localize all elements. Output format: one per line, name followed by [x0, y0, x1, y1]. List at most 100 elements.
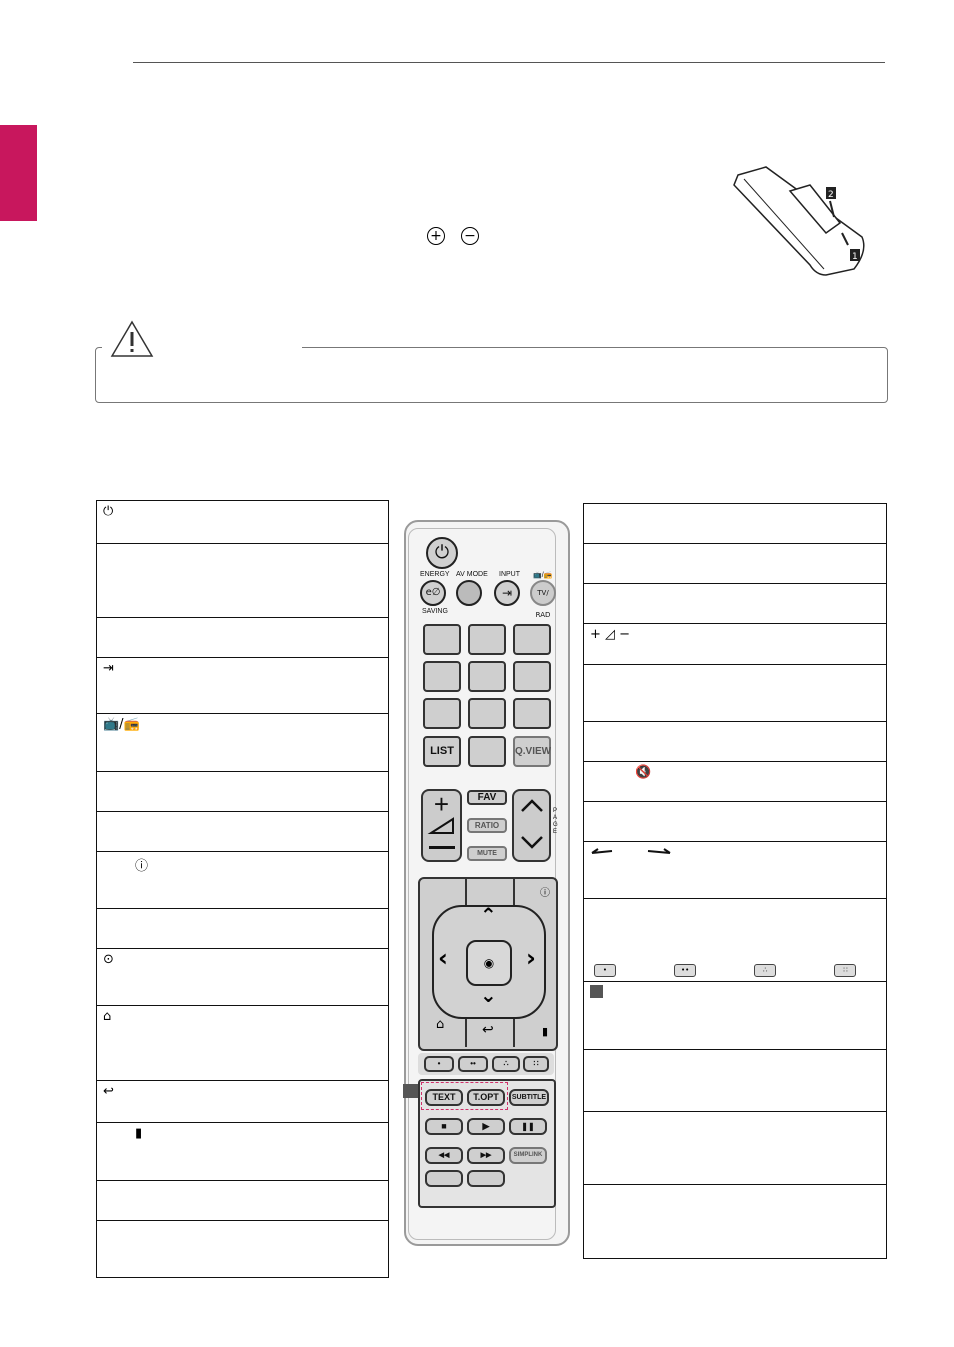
remote-ok-button[interactable]: ◉ — [466, 940, 512, 986]
caution-header-gap — [102, 342, 302, 354]
row-home: ⌂ — [96, 1005, 389, 1081]
volume-symbols: + ◿ − — [590, 627, 631, 642]
tv-rad-icon: 📺/📻 — [103, 717, 140, 732]
row-input: ⇥ — [96, 657, 389, 714]
remote-mute-button[interactable]: MUTE — [467, 846, 507, 861]
remote-back-button[interactable]: ↩ — [482, 1022, 494, 1038]
input-icon: ⇥ — [103, 661, 114, 676]
row-navigation — [96, 1180, 389, 1221]
battery-minus-symbol: − — [461, 227, 479, 245]
remote-q-view-button[interactable]: Q.VIEW — [513, 736, 551, 767]
remote-t-opt-button[interactable]: T.OPT — [467, 1089, 505, 1106]
warning-triangle-icon — [110, 320, 154, 357]
remote-subtitle-button[interactable]: SUBTITLE — [509, 1089, 549, 1106]
remote-number-button-6[interactable] — [513, 661, 551, 692]
remote-input-label: INPUT — [499, 571, 520, 578]
row-simplink — [583, 801, 887, 842]
step-1-label: 1 — [852, 252, 858, 262]
q-menu-icon: ⊙ — [103, 952, 114, 967]
teletext-marker — [403, 1084, 418, 1098]
remote-color-button-4[interactable]: ∷ — [523, 1056, 549, 1072]
remote-number-button-7[interactable] — [423, 698, 461, 729]
caution-box — [95, 347, 888, 403]
step-2-marker — [826, 187, 836, 199]
remote-number-button-2[interactable] — [468, 624, 506, 655]
remote-right-arrow[interactable]: › — [526, 944, 536, 972]
remote-number-button-4[interactable] — [423, 661, 461, 692]
remote-color-button-2[interactable]: •• — [458, 1056, 488, 1072]
battery-plus-symbol: + — [427, 227, 445, 245]
remote-list-button[interactable]: LIST — [423, 736, 461, 767]
remote-tv-rad-top-label: 📺/📻 — [533, 572, 553, 579]
nav-divider-bottom-right — [513, 1017, 515, 1047]
row-ratio — [583, 583, 887, 624]
remote-av-mode-button[interactable] — [456, 580, 482, 606]
teletext-marker-icon — [590, 985, 603, 998]
back-icon: ↩ — [103, 1084, 114, 1099]
page-arrow-icons — [591, 848, 671, 854]
color-button-4-icon: ∷ — [834, 964, 857, 977]
remote-down-arrow[interactable]: ⌄ — [480, 983, 497, 1007]
remote-extra-button-1[interactable] — [425, 1170, 463, 1187]
remote-programme-rocker[interactable] — [512, 789, 551, 862]
row-fav — [583, 543, 887, 584]
remote-power-button[interactable]: ⏻ — [426, 537, 458, 569]
remote-tv-rad-button[interactable]: TV/ RAD — [530, 580, 556, 619]
remote-number-button-0[interactable] — [468, 736, 506, 767]
remote-simplink-button[interactable]: SIMPLINK — [509, 1147, 547, 1164]
row-q-menu: ⊙ — [96, 948, 389, 1006]
remote-number-button-5[interactable] — [468, 661, 506, 692]
color-button-3-icon: ∴ — [754, 964, 777, 977]
row-back: ↩ — [96, 1080, 389, 1123]
remote-number-button-3[interactable] — [513, 624, 551, 655]
remote-number-button-8[interactable] — [468, 698, 506, 729]
remote-color-button-3[interactable]: ∴ — [492, 1056, 520, 1072]
right-function-table: + ◿ − 🔇 • •• ∴ ∷ — [583, 503, 887, 1259]
programme-arrows-icon — [520, 799, 543, 849]
remote-exit-button[interactable]: ▮ — [542, 1025, 549, 1038]
row-page — [583, 664, 887, 722]
mute-icon: 🔇 — [635, 765, 652, 780]
remote-rewind-button[interactable]: ◀◀ — [425, 1147, 463, 1164]
color-button-1-icon: • — [594, 964, 616, 977]
remote-pause-button[interactable]: ❚❚ — [509, 1118, 547, 1135]
remote-number-button-1[interactable] — [423, 624, 461, 655]
volume-up-icon: + — [433, 789, 450, 819]
battery-cover-illustration: 2 1 — [733, 166, 865, 276]
remote-extra-button-2[interactable] — [467, 1170, 505, 1187]
row-tv-rad: 📺/📻 — [96, 713, 389, 772]
teletext-highlight-box — [421, 1082, 508, 1110]
row-subtitle — [583, 1111, 887, 1185]
language-side-tab — [0, 125, 37, 221]
remote-volume-rocker[interactable]: + — [421, 789, 462, 862]
row-page-arrows — [583, 841, 887, 899]
row-volume: + ◿ − — [583, 623, 887, 665]
remote-text-button[interactable]: TEXT — [425, 1089, 463, 1106]
remote-fav-button[interactable]: FAV — [467, 790, 507, 805]
header-rule — [133, 62, 885, 63]
remote-info-button[interactable]: ⓘ — [540, 888, 550, 899]
remote-number-button-9[interactable] — [513, 698, 551, 729]
remote-saving-label: SAVING — [422, 608, 448, 615]
row-settings — [96, 908, 389, 949]
remote-home-button[interactable]: ⌂ — [436, 1017, 445, 1032]
nav-divider-bottom-left — [465, 1017, 467, 1047]
row-number-buttons — [96, 771, 389, 812]
color-button-legend: • •• ∴ ∷ — [590, 963, 880, 978]
row-teletext — [583, 981, 887, 1050]
nav-divider-top-left — [465, 877, 467, 907]
remote-play-button[interactable]: ▶ — [467, 1118, 505, 1135]
volume-down-icon — [428, 846, 455, 849]
row-playback — [583, 1184, 887, 1259]
remote-fast-forward-button[interactable]: ▶▶ — [467, 1147, 505, 1164]
remote-color-button-1[interactable]: • — [424, 1056, 454, 1072]
remote-ratio-button[interactable]: RATIO — [467, 818, 507, 833]
exit-icon: ▮ — [135, 1126, 143, 1141]
remote-stop-button[interactable]: ■ — [425, 1118, 463, 1135]
remote-up-arrow[interactable]: ⌃ — [480, 903, 497, 927]
row-t-opt — [583, 1049, 887, 1112]
remote-energy-saving-button[interactable]: e∅ — [420, 580, 446, 606]
remote-page-label: P A G E — [553, 808, 558, 835]
remote-input-button[interactable]: ⇥ — [494, 580, 520, 606]
remote-left-arrow[interactable]: ‹ — [438, 944, 448, 972]
